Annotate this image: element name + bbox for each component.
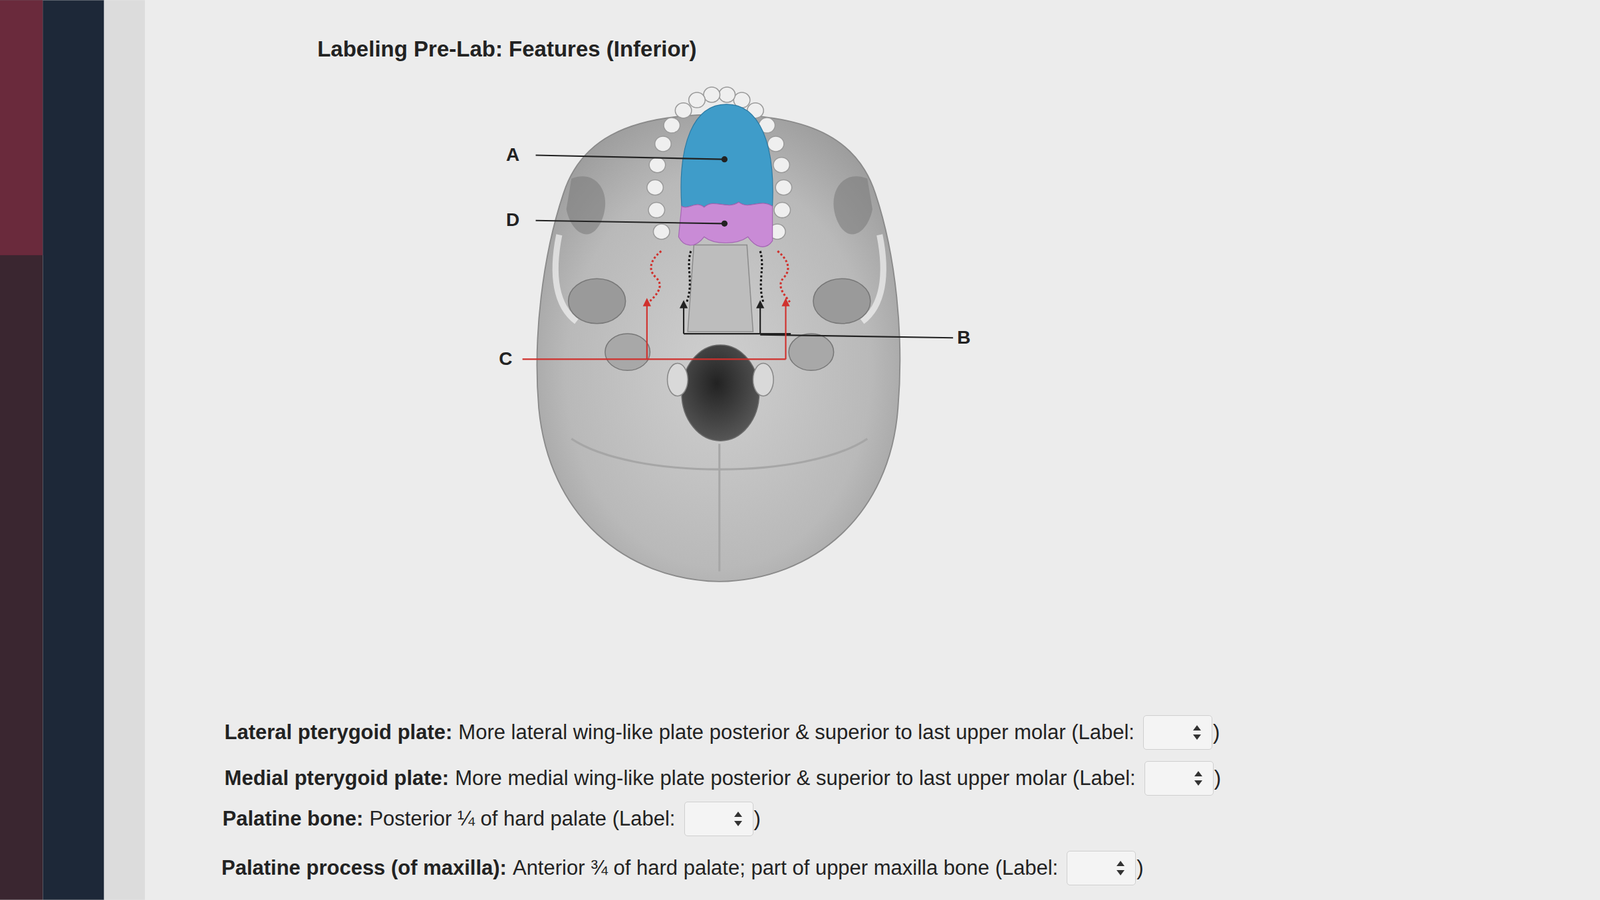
tooth <box>648 202 666 219</box>
dropdown-select <box>684 801 754 837</box>
palatine-process <box>680 104 773 208</box>
orbit-shadow <box>566 176 606 235</box>
term-description: More lateral wing-like plate posterior &… <box>458 720 1135 745</box>
tooth <box>674 103 692 119</box>
tooth <box>767 136 785 152</box>
dropdown-arrows <box>731 809 745 830</box>
tooth <box>653 224 670 240</box>
arrow-down <box>1194 780 1203 787</box>
medial-pterygoid-plate <box>760 251 764 303</box>
tooth <box>775 180 793 196</box>
arrow-up <box>1193 725 1201 731</box>
term-name: Palatine process (of maxilla): <box>221 856 507 881</box>
tooth <box>663 117 681 134</box>
occipital-crest <box>718 444 721 572</box>
occipital-condyle <box>752 363 774 397</box>
callout-letter: A <box>506 144 520 166</box>
question-row: Medial pterygoid plate:More medial wing-… <box>224 760 1221 798</box>
term-description: Posterior ¼ of hard palate (Label: <box>369 807 675 832</box>
term-name: Palatine bone: <box>222 807 364 832</box>
petrous-region <box>788 333 834 371</box>
close-paren: ) <box>1214 766 1221 791</box>
lateral-pterygoid-plate <box>649 251 662 303</box>
tooth <box>718 87 736 103</box>
screen-edge <box>0 0 43 900</box>
screen-edge <box>42 0 104 900</box>
page-title: Labeling Pre-Lab: Features (Inferior) <box>317 36 697 62</box>
sphenoid-body <box>687 245 753 332</box>
tooth <box>703 87 721 103</box>
term-name: Medial pterygoid plate: <box>224 766 450 791</box>
close-paren: ) <box>754 807 761 832</box>
callout-letter: B <box>956 327 971 349</box>
dropdown-select <box>1143 715 1213 751</box>
term-description: More medial wing-like plate posterior & … <box>454 766 1136 791</box>
palatine-bone <box>678 202 773 247</box>
leader-line <box>535 220 723 225</box>
dropdown-arrows <box>1191 768 1205 789</box>
arrowhead <box>679 299 765 308</box>
question-row: Palatine bone:Posterior ¼ of hard palate… <box>222 800 761 838</box>
mandibular-fossa <box>813 278 871 324</box>
dropdown-select <box>1066 851 1136 886</box>
arrow-down <box>1116 870 1125 876</box>
bracket-line <box>683 306 953 339</box>
tooth <box>688 92 706 108</box>
petrous-region <box>605 333 651 371</box>
leader-line <box>535 155 723 160</box>
lateral-pterygoid-plate <box>777 251 790 303</box>
dropdown-select <box>1144 761 1214 797</box>
tooth <box>773 157 791 173</box>
term-name: Lateral pterygoid plate: <box>224 720 453 745</box>
tooth <box>647 180 664 196</box>
arrowhead <box>643 297 791 306</box>
occipital-condyle <box>667 363 689 397</box>
dropdown-arrows <box>1190 722 1204 743</box>
arrow-up <box>1116 861 1125 867</box>
callout-letter: D <box>506 209 520 231</box>
dropdown-arrows <box>1113 858 1128 879</box>
arrow-up <box>734 811 743 818</box>
orbit-shadow <box>833 176 873 235</box>
mandibular-fossa <box>568 278 626 324</box>
bracket-line <box>522 304 787 360</box>
arrow-down <box>1193 734 1201 741</box>
page-ground <box>144 0 1600 900</box>
tooth <box>649 157 666 173</box>
tooth <box>774 202 791 219</box>
screen-edge <box>104 0 145 900</box>
question-row: Lateral pterygoid plate:More lateral win… <box>224 714 1221 752</box>
close-paren: ) <box>1212 720 1220 745</box>
leader-dot <box>721 156 728 163</box>
screen-edge <box>0 0 43 256</box>
callout-letter: C <box>498 348 513 370</box>
arrow-up <box>1194 771 1203 777</box>
leader-dot <box>721 220 728 227</box>
arrow-down <box>734 821 743 827</box>
term-description: Anterior ¾ of hard palate; part of upper… <box>512 856 1059 881</box>
question-row: Palatine process (of maxilla):Anterior ¾… <box>221 849 1144 888</box>
tooth <box>655 136 672 152</box>
medial-pterygoid-plate <box>686 251 691 303</box>
close-paren: ) <box>1136 856 1144 881</box>
